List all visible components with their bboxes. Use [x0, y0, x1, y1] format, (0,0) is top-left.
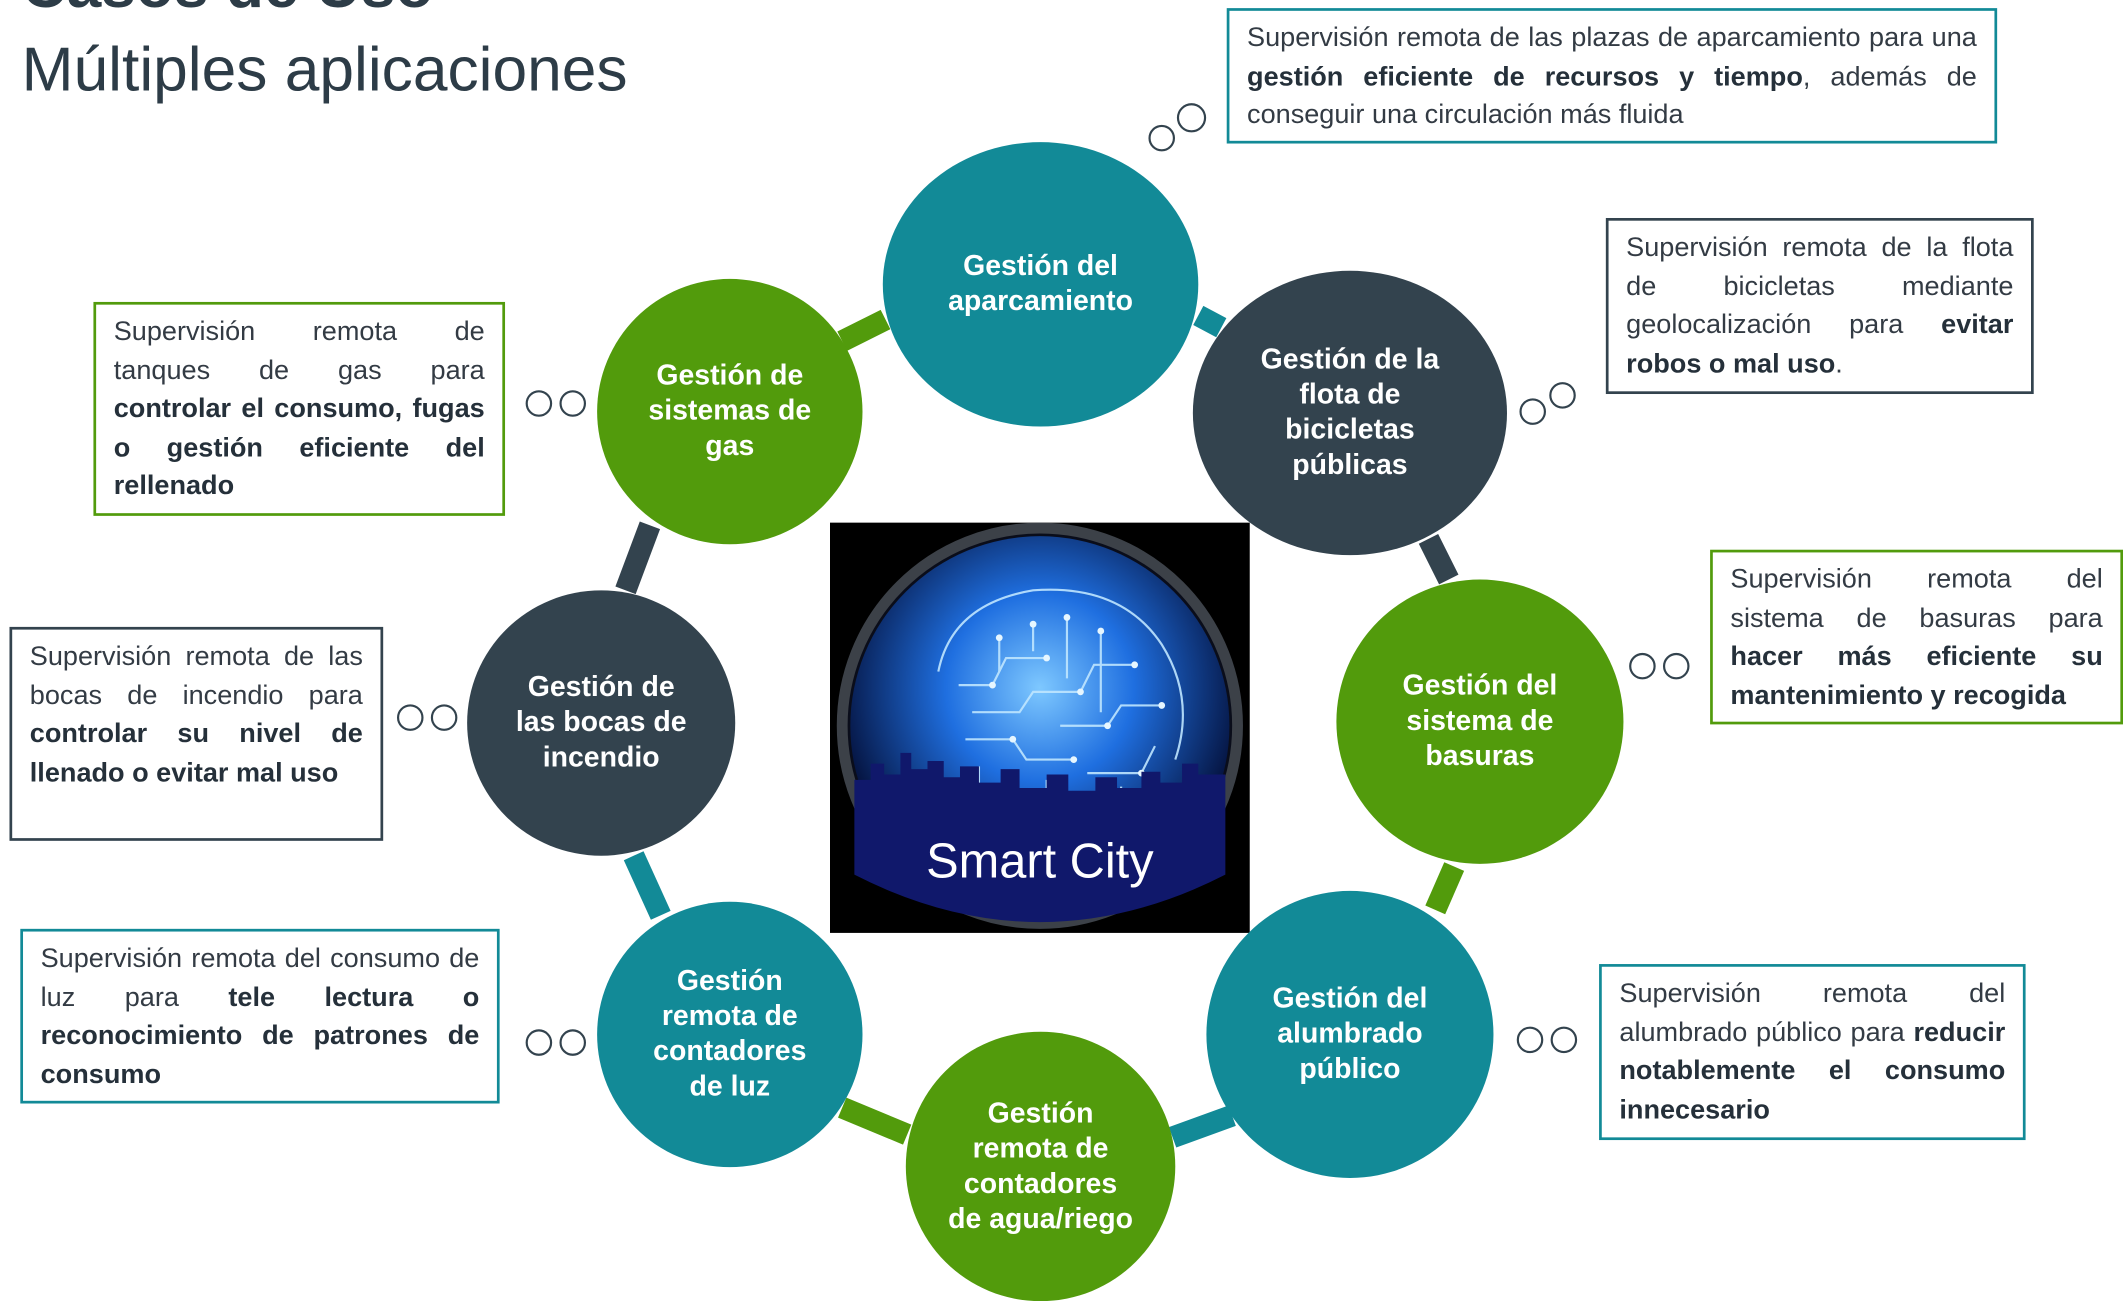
node-bicicletas: Gestión de la flota de bicicletas públic…	[1192, 270, 1508, 556]
connector-alumbrado-agua	[1168, 1105, 1236, 1148]
callout-alumbrado-text-1: Supervisión remota del alumbrado público…	[1619, 978, 2006, 1048]
smart-city-image: Smart City	[830, 522, 1250, 933]
city-skyline	[854, 752, 1226, 923]
node-agua-label: Gestión remota de contadores de agua/rie…	[948, 1097, 1133, 1235]
callout-bicicletas-text-3: .	[1835, 348, 1843, 379]
node-aparcamiento-label: Gestión del aparcamiento	[948, 250, 1134, 317]
callout-alumbrado: Supervisión remota del alumbrado público…	[1599, 964, 2026, 1141]
node-gas: Gestión de sistemas de gas	[597, 278, 863, 545]
callout-aparcamiento: Supervisión remota de las plazas de apar…	[1226, 8, 1998, 144]
callout-gas-text-2: controlar el consumo, fugas o gestión ef…	[113, 394, 485, 501]
callout-gas: Supervisión remota de tanques de gas par…	[93, 301, 506, 516]
callout-gas-text-1: Supervisión remota de tanques de gas par…	[113, 316, 485, 386]
bubble-bicicletas-1	[1519, 398, 1546, 425]
callout-bicicletas-text-2: evitar robos o mal uso	[1626, 310, 2014, 379]
connector-luz-incendio	[623, 851, 671, 920]
connector-basuras-alumbrado	[1425, 862, 1465, 915]
bubble-gas-2	[559, 390, 587, 417]
callout-aparcamiento-text-2: gestión eficiente de recursos y tiempo	[1247, 61, 1803, 92]
callout-incendio-text-1: Supervisión remota de las bocas de incen…	[29, 641, 363, 711]
connector-aparcamiento-bicicletas	[1193, 305, 1227, 338]
node-aparcamiento: Gestión del aparcamiento	[882, 142, 1199, 427]
connector-bicicletas-basuras	[1418, 534, 1459, 585]
callout-bicicletas: Supervisión remota de la flota de bicicl…	[1605, 217, 2034, 395]
smart-city-label: Smart City	[926, 834, 1154, 888]
slide-title: Casos de Uso	[22, 0, 434, 16]
callout-incendio-text-2: controlar su nivel de llenado o evitar m…	[29, 718, 363, 788]
bubble-alumbrado-1	[1516, 1026, 1544, 1054]
callout-alumbrado-text-2: reducir notablemente el consumo innecesa…	[1619, 1017, 2006, 1125]
node-luz: Gestión remota de contadores de luz	[597, 901, 863, 1168]
connector-gas-aparcamiento	[837, 309, 891, 351]
bubble-incendio-1	[396, 704, 424, 731]
bubble-alumbrado-2	[1550, 1026, 1578, 1054]
node-gas-label: Gestión de sistemas de gas	[648, 360, 812, 462]
bubble-luz-2	[559, 1029, 587, 1056]
bubble-basuras-1	[1629, 652, 1656, 680]
node-alumbrado-label: Gestión del alumbrado público	[1272, 983, 1428, 1085]
callout-basuras: Supervisión remota del sistema de basura…	[1710, 549, 2123, 725]
bubble-aparcamiento-1	[1148, 124, 1176, 152]
callout-luz-text-1: Supervisión remota del consumo de luz pa…	[40, 943, 480, 1013]
bubble-basuras-2	[1662, 652, 1690, 680]
callout-basuras-text-2: hacer más eficiente su mantenimiento y r…	[1730, 641, 2103, 711]
callout-incendio: Supervisión remota de las bocas de incen…	[9, 626, 384, 841]
node-bicicletas-label: Gestión de la flota de bicicletas públic…	[1260, 343, 1440, 481]
slide-subtitle: Múltiples aplicaciones	[21, 33, 628, 105]
node-luz-label: Gestión remota de contadores de luz	[653, 965, 807, 1103]
callout-aparcamiento-text-3: , además de conseguir una circulación má…	[1247, 61, 1977, 130]
bubble-luz-1	[525, 1029, 553, 1056]
callout-aparcamiento-text-1: Supervisión remota de las plazas de apar…	[1247, 23, 1977, 53]
node-basuras-label: Gestión del sistema de basuras	[1402, 670, 1558, 772]
callout-basuras-text-1: Supervisión remota del sistema de basura…	[1730, 564, 2103, 633]
bubble-gas-1	[525, 390, 553, 417]
connector-incendio-gas	[615, 521, 661, 595]
callout-luz: Supervisión remota del consumo de luz pa…	[20, 928, 500, 1104]
callout-luz-text-2: tele lectura o reconocimiento de patrone…	[40, 982, 480, 1090]
node-incendio-label: Gestión de las bocas de incendio	[515, 671, 687, 774]
bubble-incendio-2	[430, 704, 458, 731]
callout-bicicletas-text-1: Supervisión remota de la flota de bicicl…	[1626, 232, 2014, 340]
bubble-aparcamiento-2	[1176, 103, 1207, 133]
node-alumbrado: Gestión del alumbrado público	[1206, 890, 1494, 1178]
node-agua: Gestión remota de contadores de agua/rie…	[905, 1031, 1176, 1301]
node-incendio: Gestión de las bocas de incendio	[467, 590, 736, 856]
node-basuras: Gestión del sistema de basuras	[1336, 579, 1624, 864]
bubble-bicicletas-2	[1549, 382, 1576, 409]
connector-agua-luz	[838, 1097, 912, 1145]
